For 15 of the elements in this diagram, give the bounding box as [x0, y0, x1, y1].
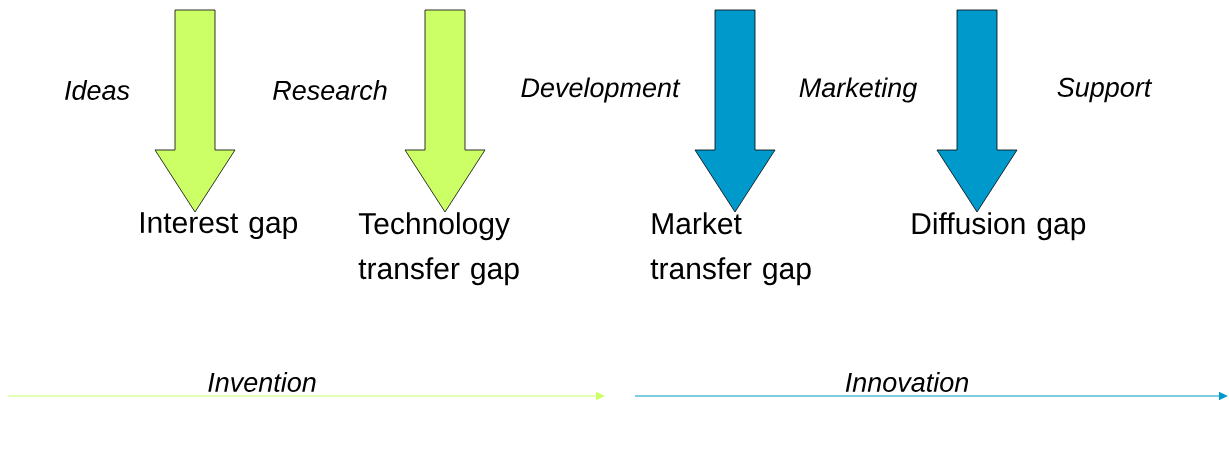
phase-label: Support [1057, 77, 1153, 103]
gap-label: Diffusion gap [912, 212, 1086, 241]
block-arrow [404, 9, 486, 213]
gap-label: Market transfer gap [650, 212, 811, 286]
stage-label: Innovation [845, 372, 969, 392]
block-arrow [154, 9, 236, 213]
phase-label: Development [521, 77, 681, 103]
phase-label: Marketing [799, 77, 918, 103]
block-arrow [936, 9, 1018, 213]
block-arrow [694, 9, 776, 213]
phase-label: Research [273, 80, 387, 100]
stage-label: Invention [208, 372, 316, 392]
phase-label: Ideas [65, 80, 130, 100]
gap-label: Technology transfer gap [358, 212, 519, 286]
gap-label: Interest gap [141, 212, 298, 240]
